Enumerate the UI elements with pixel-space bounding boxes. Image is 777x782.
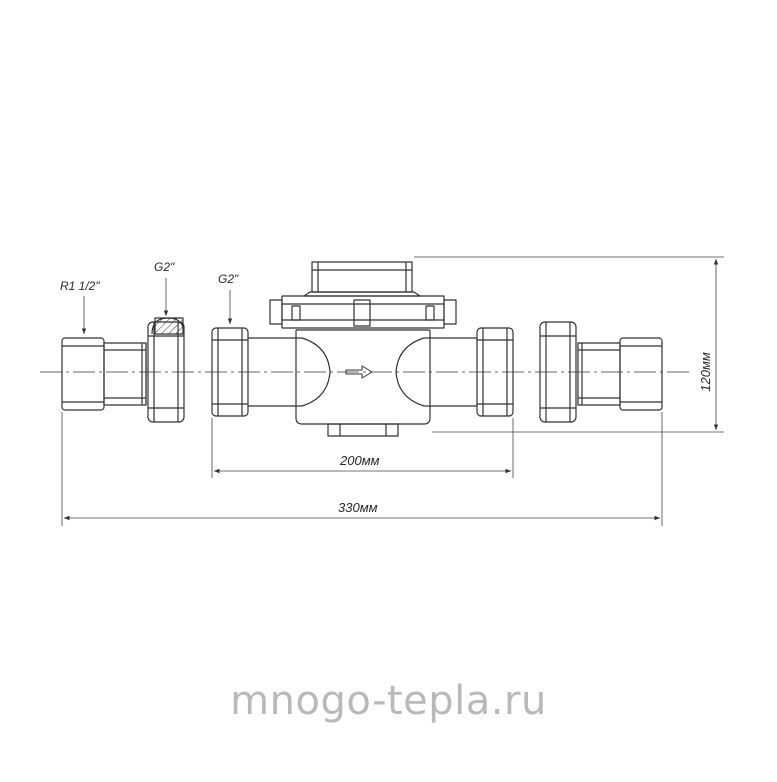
right-fitting xyxy=(577,337,663,411)
label-r-thread: R1 1/2" xyxy=(60,279,100,293)
label-g-nut: G2" xyxy=(154,260,175,274)
label-dim-120: 120мм xyxy=(698,352,713,392)
label-dim-200: 200мм xyxy=(339,453,380,468)
site-watermark: mnogo-tepla.ru xyxy=(230,678,547,724)
label-dim-330: 330мм xyxy=(338,500,378,515)
right-union-nut xyxy=(539,321,577,423)
meter-body xyxy=(211,261,514,437)
label-g-body: G2" xyxy=(218,272,239,286)
left-union-nut xyxy=(147,317,185,423)
flow-direction-arrow xyxy=(345,365,373,379)
left-fitting xyxy=(61,337,147,411)
